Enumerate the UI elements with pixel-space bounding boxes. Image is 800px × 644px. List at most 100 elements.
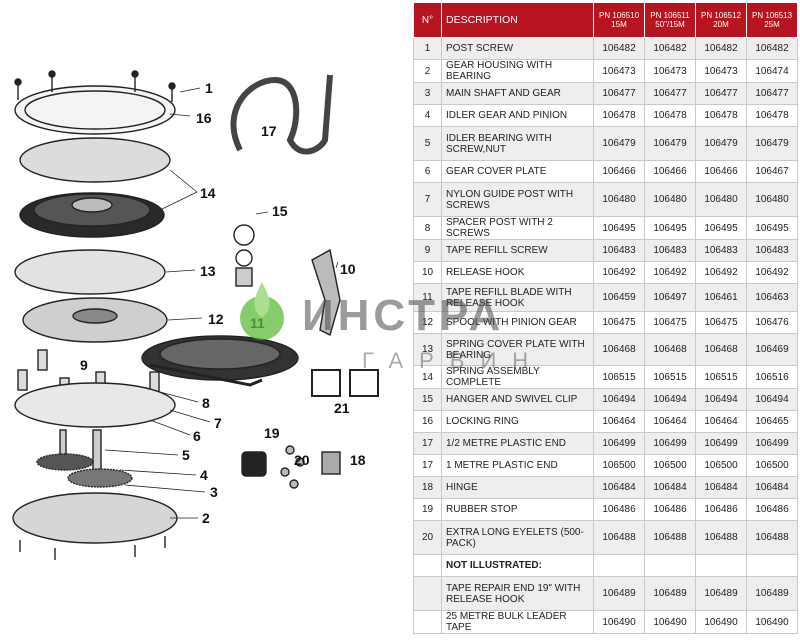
row-part-number: 106497 bbox=[644, 283, 696, 312]
row-part-number bbox=[746, 554, 798, 577]
row-number: 19 bbox=[413, 498, 442, 521]
row-part-number: 106466 bbox=[593, 160, 645, 183]
row-part-number: 106483 bbox=[695, 239, 747, 262]
part-release-hook bbox=[311, 248, 341, 337]
row-part-number: 106499 bbox=[593, 432, 645, 455]
row-part-number: 106482 bbox=[644, 37, 696, 60]
row-part-number: 106479 bbox=[593, 126, 645, 161]
row-description: TAPE REPAIR END 19" WITH RELEASE HOOK bbox=[441, 576, 594, 611]
callout-11: 11 bbox=[250, 315, 265, 331]
row-number: 8 bbox=[413, 216, 442, 240]
part-spool bbox=[22, 297, 168, 343]
row-part-number: 106474 bbox=[746, 59, 798, 83]
row-part-number: 106499 bbox=[746, 432, 798, 455]
header-no: N° bbox=[413, 2, 442, 38]
callout-2: 2 bbox=[202, 510, 210, 526]
row-part-number: 106465 bbox=[746, 410, 798, 433]
exploded-parts-diagram: 1 16 17 14 15 13 10 12 11 9 8 7 6 5 4 3 … bbox=[12, 70, 379, 560]
row-part-number: 106486 bbox=[695, 498, 747, 521]
row-number: 9 bbox=[413, 239, 442, 262]
row-part-number: 106488 bbox=[593, 520, 645, 555]
row-part-number: 106500 bbox=[593, 454, 645, 477]
part-clip bbox=[311, 369, 379, 397]
row-part-number: 106483 bbox=[746, 239, 798, 262]
row-part-number: 106467 bbox=[746, 160, 798, 183]
part-plastic-end bbox=[230, 74, 333, 155]
row-part-number: 106476 bbox=[746, 311, 798, 334]
row-description: HANGER AND SWIVEL CLIP bbox=[441, 388, 594, 411]
callout-17: 17 bbox=[261, 123, 277, 139]
row-number bbox=[413, 610, 442, 634]
row-description: NOT ILLUSTRATED: bbox=[441, 554, 594, 577]
row-part-number: 106482 bbox=[746, 37, 798, 60]
row-part-number: 106494 bbox=[746, 388, 798, 411]
row-description: IDLER GEAR AND PINION bbox=[441, 104, 594, 127]
row-part-number: 106492 bbox=[746, 261, 798, 284]
parts-row: NOT ILLUSTRATED: bbox=[413, 554, 798, 577]
callout-3: 3 bbox=[210, 484, 218, 500]
row-part-number: 106495 bbox=[593, 216, 645, 240]
row-part-number: 106515 bbox=[593, 365, 645, 389]
callout-5: 5 bbox=[182, 447, 190, 463]
row-part-number: 106468 bbox=[593, 333, 645, 366]
part-locking-ring bbox=[14, 70, 176, 135]
row-part-number: 106488 bbox=[746, 520, 798, 555]
row-part-number: 106478 bbox=[695, 104, 747, 127]
row-part-number: 106477 bbox=[644, 82, 696, 105]
row-part-number: 106468 bbox=[644, 333, 696, 366]
callout-4: 4 bbox=[200, 467, 208, 483]
part-hinge bbox=[321, 451, 341, 475]
row-number: 17 bbox=[413, 432, 442, 455]
row-part-number: 106486 bbox=[644, 498, 696, 521]
row-part-number: 106473 bbox=[695, 59, 747, 83]
row-description: IDLER BEARING WITH SCREW,NUT bbox=[441, 126, 594, 161]
callout-1: 1 bbox=[205, 80, 213, 96]
row-part-number: 106500 bbox=[644, 454, 696, 477]
row-part-number: 106475 bbox=[593, 311, 645, 334]
row-description: RUBBER STOP bbox=[441, 498, 594, 521]
part-tape-refill bbox=[141, 335, 299, 387]
row-part-number: 106500 bbox=[695, 454, 747, 477]
row-description: SPOOL WITH PINION GEAR bbox=[441, 311, 594, 334]
part-spring-cover-plate bbox=[14, 249, 166, 295]
callout-19: 19 bbox=[264, 425, 280, 441]
row-number: 20 bbox=[413, 520, 442, 555]
callout-16: 16 bbox=[196, 110, 212, 126]
row-part-number: 106495 bbox=[695, 216, 747, 240]
row-number: 1 bbox=[413, 37, 442, 60]
row-description: EXTRA LONG EYELETS (500-PACK) bbox=[441, 520, 594, 555]
row-part-number bbox=[593, 554, 645, 577]
row-part-number: 106492 bbox=[695, 261, 747, 284]
row-part-number: 106477 bbox=[593, 82, 645, 105]
row-number: 17 bbox=[413, 454, 442, 477]
callout-12: 12 bbox=[208, 311, 224, 327]
callout-20: 20 bbox=[294, 452, 310, 468]
row-description: MAIN SHAFT AND GEAR bbox=[441, 82, 594, 105]
part-hanger-clip bbox=[233, 224, 255, 287]
part-gear-housing bbox=[12, 492, 178, 560]
row-part-number: 106499 bbox=[644, 432, 696, 455]
part-gears bbox=[36, 429, 133, 488]
row-number bbox=[413, 554, 442, 577]
row-description: TAPE REFILL BLADE WITH RELEASE HOOK bbox=[441, 283, 594, 312]
row-number: 16 bbox=[413, 410, 442, 433]
row-part-number: 106490 bbox=[593, 610, 645, 634]
row-part-number: 106479 bbox=[695, 126, 747, 161]
part-rubber-stop bbox=[241, 451, 267, 477]
row-number: 12 bbox=[413, 311, 442, 334]
